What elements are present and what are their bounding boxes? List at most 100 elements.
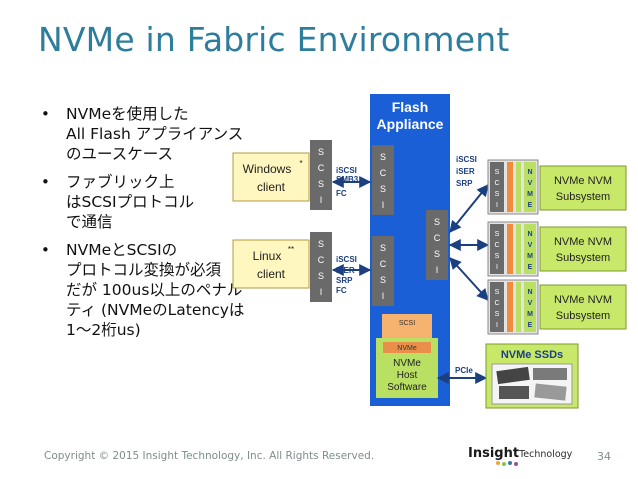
protocol-label: iSCSI (456, 155, 477, 164)
scsi-letter: S (318, 179, 324, 189)
host-software-line2: Host (397, 370, 418, 381)
scsi-letter: S (318, 239, 324, 249)
appliance-scsi-upper: S C S I (372, 145, 394, 215)
linux-client-line1: Linux (253, 249, 282, 263)
nvme-letter: M (527, 191, 533, 198)
protocol-label: SRP (336, 276, 353, 285)
stack-nvme-label: NVMe (397, 345, 417, 352)
bullet-text: ファブリック上 はSCSIプロトコル で通信 (66, 173, 195, 231)
scsi-letter: S (495, 311, 500, 318)
target-protocols: iSCSI iSER SRP (456, 155, 477, 188)
protocol-label: SRP (456, 179, 473, 188)
protocol-label: FC (336, 189, 347, 198)
bullet-text: NVMeを使用した All Flash アプライアンス のユースケース (66, 105, 244, 163)
windows-client-line1: Windows (243, 162, 292, 176)
nvme-letter: N (527, 231, 532, 238)
nvme-letter: E (528, 264, 533, 271)
scsi-letter: C (318, 255, 325, 265)
host-software-line1: NVMe (393, 358, 421, 369)
scsi-letter: I (496, 264, 498, 271)
ssd-card (499, 386, 529, 399)
bullet-list: NVMeを使用した All Flash アプライアンス のユースケース ファブリ… (38, 104, 308, 348)
scsi-letter: C (380, 259, 387, 269)
scsi-letter: C (434, 233, 441, 243)
scsi-letter: I (382, 200, 385, 210)
subsystem-label-line1: NVMe NVM (554, 294, 612, 306)
subsystem-label-line2: Subsystem (556, 310, 610, 322)
protocol-label: iSER (456, 167, 475, 176)
scsi-letter: S (434, 249, 440, 259)
scsi-letter: C (494, 242, 499, 249)
nvm-subsystem-3: S C S I N V M E NVMe NVM Subsystem (487, 279, 627, 335)
scsi-letter: S (380, 152, 386, 162)
linux-scsi-stack: S C S I (310, 232, 332, 302)
scsi-letter: S (318, 147, 324, 157)
copyright-footer: Copyright © 2015 Insight Technology, Inc… (44, 450, 375, 462)
subsystem-link-arrow (449, 184, 489, 233)
nvme-letter: V (528, 180, 533, 187)
scsi-letter: I (320, 195, 323, 205)
scsi-letter: C (494, 180, 499, 187)
protocol-label: iSCSI (336, 255, 357, 264)
nvme-letter: V (528, 300, 533, 307)
scsi-letter: S (495, 289, 500, 296)
company-logo: InsightTechnology (468, 446, 573, 466)
protocol-label: FC (336, 286, 347, 295)
nvme-letter: V (528, 242, 533, 249)
scsi-letter: S (495, 253, 500, 260)
ssd-card (533, 368, 567, 380)
nvm-subsystem-2: S C S I N V M E NVMe NVM Subsystem (487, 221, 627, 277)
scsi-letter: I (496, 202, 498, 209)
bullet-text: NVMeとSCSIの プロトコル変換が必須 だが 100us以上のペナル ティ … (66, 241, 245, 339)
scsi-letter: S (434, 217, 440, 227)
page-number: 34 (597, 450, 611, 463)
appliance-scsi-lower: S C S I (372, 236, 394, 306)
nvme-letter: N (527, 169, 532, 176)
nvme-letter: E (528, 322, 533, 329)
host-software-line3: Software (387, 382, 427, 393)
nvme-letter: N (527, 289, 532, 296)
nvme-letter: M (527, 253, 533, 260)
windows-client-box (232, 152, 310, 202)
subsystem-label-line1: NVMe NVM (554, 236, 612, 248)
scsi-letter: S (495, 191, 500, 198)
pcie-label: PCIe (455, 366, 473, 375)
nvm-subsystem-1: S C S I N V M E NVMe NVM Subsystem (487, 159, 627, 215)
subsystem-link-arrow (449, 257, 489, 301)
scsi-letter: S (380, 275, 386, 285)
logo-dots-icon (496, 461, 520, 467)
windows-protocols: iSCSI SMB3 FC (336, 166, 359, 198)
windows-client-line2: client (257, 180, 286, 194)
linux-client-line2: client (257, 267, 286, 281)
scsi-letter: S (495, 231, 500, 238)
linux-protocols: iSCSI iSER SRP FC (336, 255, 357, 295)
logo-rest-text: Technology (519, 449, 573, 460)
scsi-letter: C (380, 168, 387, 178)
scsi-letter: I (382, 291, 385, 301)
protocol-label: iSCSI (336, 166, 357, 175)
page-title: NVMe in Fabric Environment (38, 20, 510, 59)
scsi-letter: I (436, 265, 439, 275)
scsi-letter: S (380, 184, 386, 194)
linux-client-box (232, 239, 310, 289)
windows-scsi-stack: S C S I (310, 140, 332, 210)
stack-nvme-layer (383, 342, 431, 353)
subsystem-label-line2: Subsystem (556, 252, 610, 264)
scsi-letter: C (494, 300, 499, 307)
bullet-item: NVMeを使用した All Flash アプライアンス のユースケース (38, 104, 308, 164)
ssd-card (496, 366, 530, 385)
linux-footnote-mark: ** (288, 245, 294, 254)
protocol-label: SMB3 (336, 175, 359, 184)
logo-bold-text: Insight (468, 446, 520, 461)
nvme-letter: M (527, 311, 533, 318)
appliance-title-line1: Flash (392, 99, 429, 115)
appliance-title-line2: Appliance (377, 116, 444, 132)
ssd-card (534, 383, 567, 401)
scsi-letter: I (496, 322, 498, 329)
scsi-letter: C (318, 163, 325, 173)
stack-scsi-label: SCSI (399, 320, 415, 327)
nvme-ssds: NVMe SSDs (485, 343, 579, 409)
scsi-letter: S (495, 169, 500, 176)
nvme-ssds-label: NVMe SSDs (501, 349, 563, 361)
